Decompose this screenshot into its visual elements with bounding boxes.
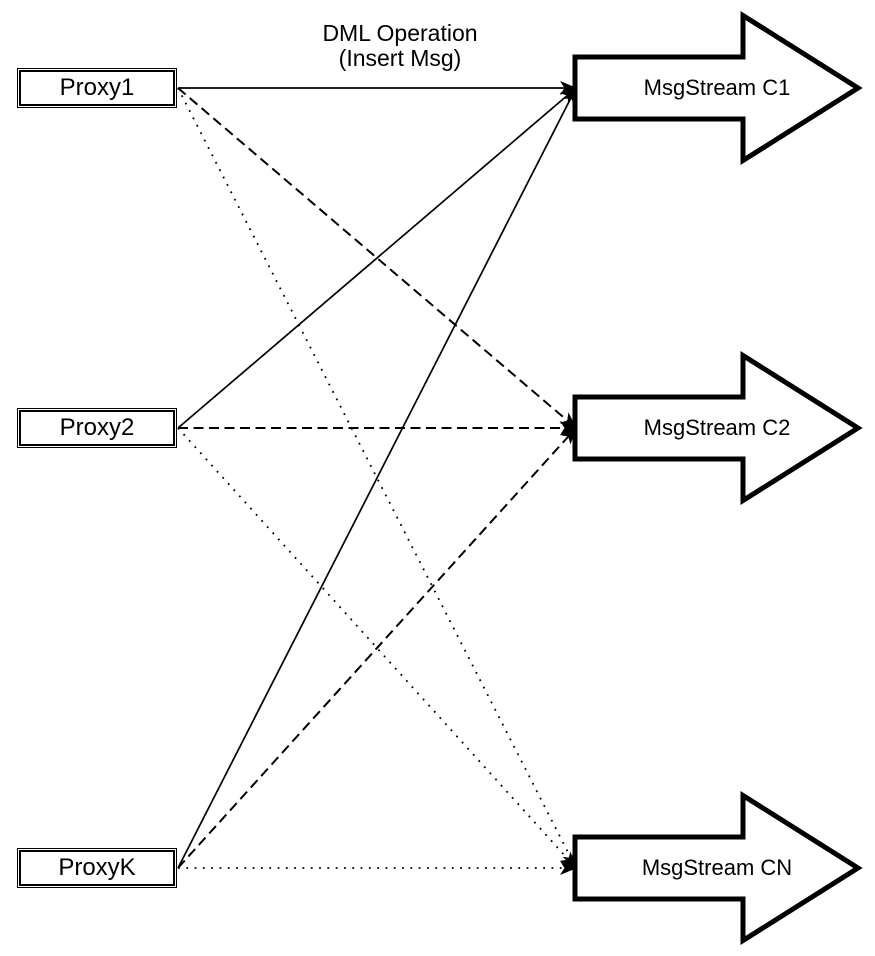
proxyk-box: ProxyK <box>17 848 177 888</box>
dml-operation-line2: (Insert Msg) <box>338 45 462 72</box>
msgstream-cn-label: MsgStream CN <box>641 855 793 880</box>
proxy2-box: Proxy2 <box>17 408 177 448</box>
dml-operation-annotation: DML Operation (Insert Msg) <box>280 20 520 72</box>
dml-operation-line1: DML Operation <box>322 20 478 46</box>
edge-pk-c2 <box>177 427 577 869</box>
msgstream-c2-label: MsgStream C2 <box>643 415 791 440</box>
proxy2-label: Proxy2 <box>19 410 175 446</box>
edge-lines <box>177 81 577 875</box>
msgstream-c1-label: MsgStream C1 <box>643 75 791 100</box>
edge-p2-c1 <box>177 87 577 429</box>
msgstream-arrow-shape-c2 <box>572 350 863 506</box>
edge-pk-c1 <box>177 87 577 869</box>
proxy1-label: Proxy1 <box>19 70 175 106</box>
msgstream-arrow-shape-c1 <box>572 10 863 166</box>
proxy1-box: Proxy1 <box>17 68 177 108</box>
proxyk-label: ProxyK <box>19 850 175 886</box>
stream-arrow-shapes <box>572 10 863 946</box>
edge-p1-c2 <box>177 87 577 429</box>
msgstream-arrow-shape-cn <box>572 790 863 946</box>
